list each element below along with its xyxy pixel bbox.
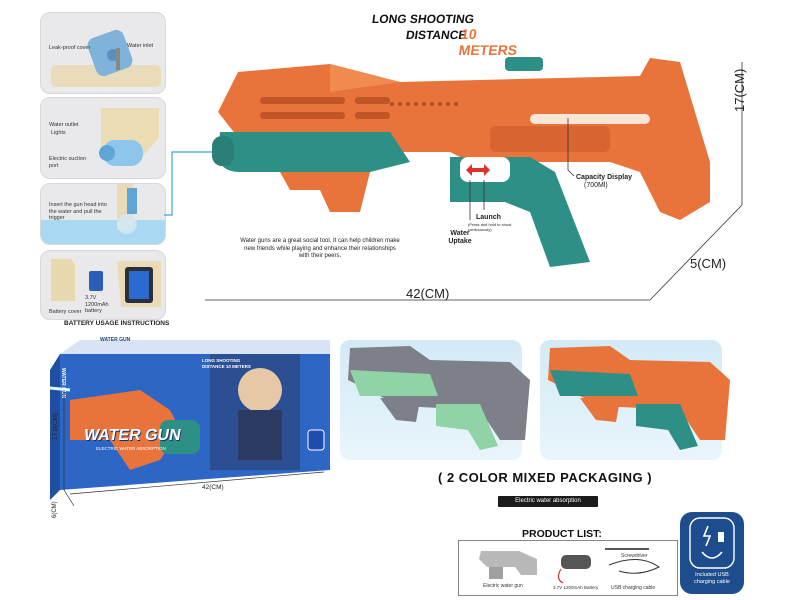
box-top-label: WATER GUN xyxy=(100,337,131,343)
battery-cover-label: Battery cover xyxy=(49,309,82,315)
gun-head-illustration xyxy=(99,108,159,166)
instruction-panel-battery: 3.7V 1200mAh battery Battery cover xyxy=(40,250,166,320)
retail-box xyxy=(50,340,330,500)
water-uptake-label: Water Uptake xyxy=(448,230,472,245)
insert-instruction: Insert the gun head into the water and p… xyxy=(49,202,107,221)
box-mini-headline: LONG SHOOTING DISTANCE 10 METERS xyxy=(202,358,251,369)
gun-cap-illustration xyxy=(51,29,161,87)
variant-orange-gun xyxy=(548,346,730,450)
top-cap xyxy=(505,57,543,71)
instruction-panel-leak-cover: Leak-proof cover Water inlet xyxy=(40,12,166,94)
box-subtitle: ELECTRIC WATER ABSORPTION xyxy=(96,446,166,451)
box-dimension-lines xyxy=(63,390,325,507)
lights-label: Lights xyxy=(51,130,66,136)
capacity-label: Capacity Display xyxy=(576,174,633,181)
leak-cover-label: Leak-proof cover xyxy=(49,45,91,51)
suction-port-label: Electric suction port xyxy=(49,156,86,169)
capacity-window xyxy=(530,114,650,124)
product-item-gun: Electric water gun xyxy=(483,583,523,589)
usb-badge-label: Included USB charging cable xyxy=(694,572,730,585)
box-depth-dimension: 6(CM) xyxy=(52,501,58,518)
product-item-battery: 3.7V 1200mAh Battery xyxy=(553,585,599,590)
annotation-lines xyxy=(469,118,575,220)
box-height-dimension: 17.8(CM) xyxy=(52,412,59,440)
width-dimension: 5(CM) xyxy=(690,256,727,271)
product-list-illustrations xyxy=(479,548,660,584)
packaging-title: ( 2 COLOR MIXED PACKAGING ) xyxy=(438,470,653,485)
connector-line xyxy=(164,151,216,216)
length-dimension: 42(CM) xyxy=(406,286,450,301)
water-outlet-label: Water outlet xyxy=(49,122,79,128)
variant-gray-gun xyxy=(348,346,530,450)
description-text: Water guns are a great social tool. It c… xyxy=(240,238,400,259)
product-list-title: PRODUCT LIST: xyxy=(522,528,602,540)
product-item-cable: USB charging cable xyxy=(611,585,656,591)
battery-illustration xyxy=(51,259,161,307)
usb-cable-icon xyxy=(689,517,735,569)
launch-label: Launch xyxy=(476,214,501,221)
battery-spec-label: 3.7V 1200mAh battery xyxy=(85,295,109,314)
main-water-gun xyxy=(212,57,710,267)
launch-sublabel: (Press and hold to shoot continuously) xyxy=(468,222,512,232)
usb-cable-badge: Included USB charging cable xyxy=(680,512,744,594)
water-splash-illustration xyxy=(41,184,165,244)
product-item-screwdriver: Screwdriver xyxy=(621,553,648,559)
box-length-dimension: 42(CM) xyxy=(202,484,224,491)
instruction-panel-insert: Insert the gun head into the water and p… xyxy=(40,183,166,245)
water-inlet-label: Water inlet xyxy=(127,43,154,49)
height-dimension: 17(CM) xyxy=(732,68,747,112)
dimension-lines xyxy=(205,62,743,301)
electric-absorption-bar: Electric water absorption xyxy=(498,496,598,507)
capacity-value: (700Ml) xyxy=(584,182,608,189)
battery-instructions-footer: BATTERY USAGE INSTRUCTIONS xyxy=(64,320,170,327)
product-list-box: Electric water gun 3.7V 1200mAh Battery … xyxy=(458,540,678,596)
instruction-panel-outlet: Water outlet Lights Electric suction por… xyxy=(40,97,166,179)
